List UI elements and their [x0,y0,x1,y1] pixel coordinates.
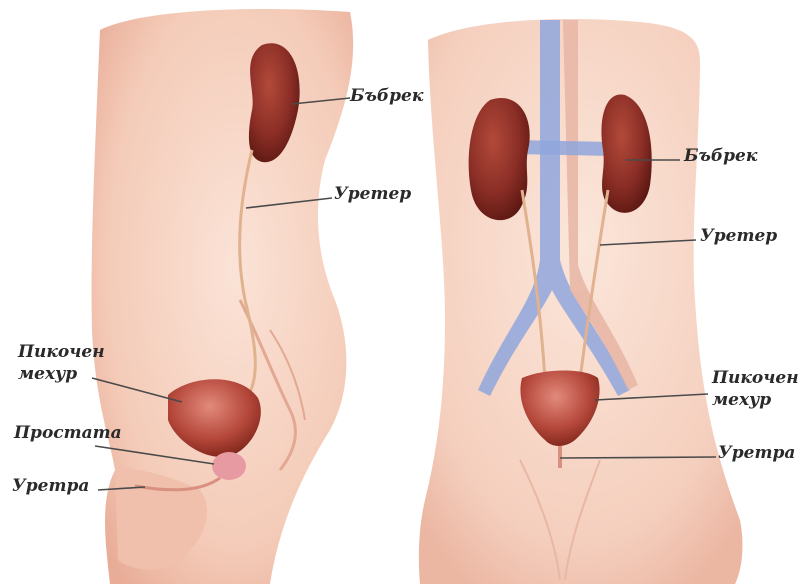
side-prostate [212,452,246,480]
label-side-bladder-line2: мехур [18,366,77,384]
label-side-urethra: Уретра [12,478,89,496]
side-view-body [92,9,354,584]
leader-front-urethra [560,457,716,458]
label-side-kidney: Бъбрек [350,88,423,106]
label-side-prostate: Простата [14,425,122,443]
label-front-bladder-line1: Пикочен [712,370,799,388]
label-front-urethra: Уретра [718,445,795,463]
label-side-bladder-line1: Пикочен [18,344,105,362]
label-front-bladder-line2: мехур [712,392,771,410]
label-front-kidney: Бъбрек [684,148,757,166]
label-front-ureter: Уретер [700,228,777,246]
renal-veins [515,140,612,156]
front-kidney-left [469,98,530,220]
label-side-ureter: Уретер [334,186,411,204]
